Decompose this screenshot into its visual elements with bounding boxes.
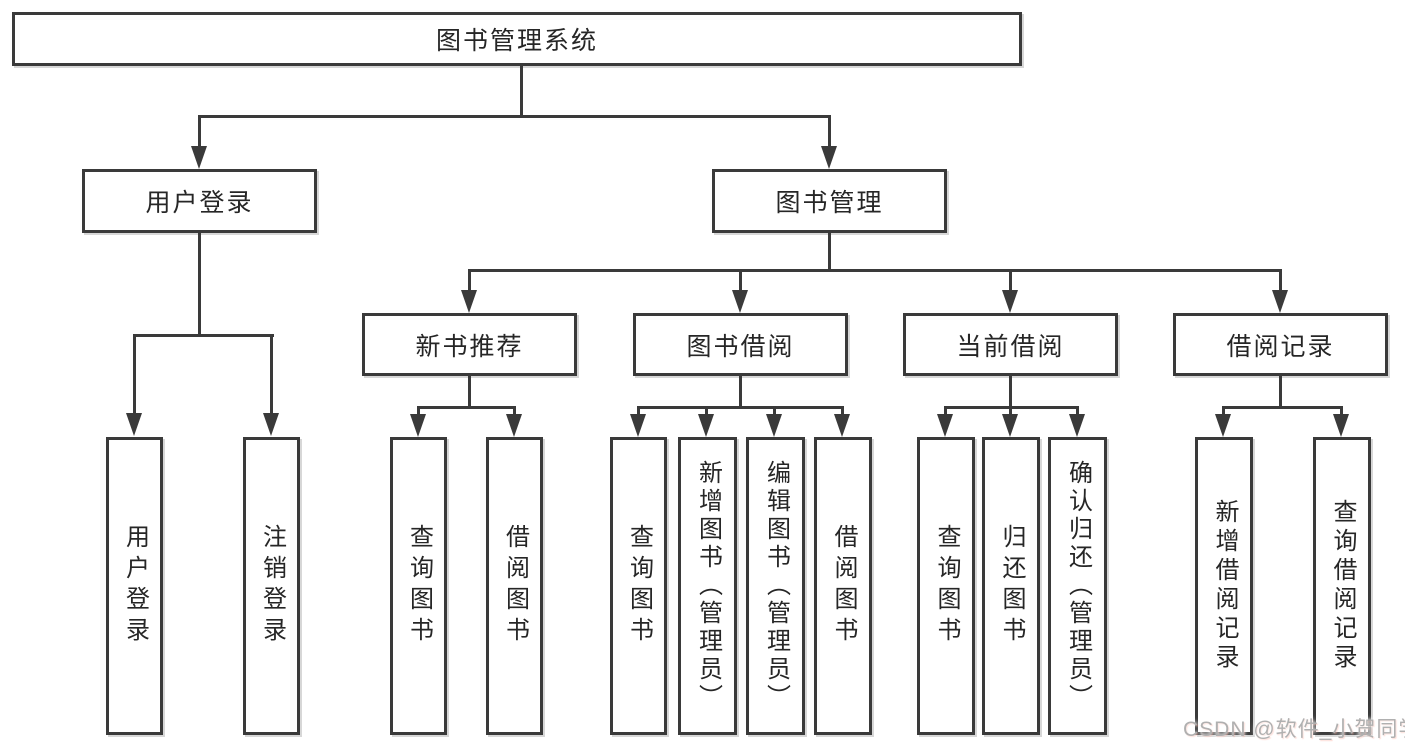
connector-drop-bb-edit xyxy=(773,406,776,416)
node-nb-borrow-books: 借阅图书 xyxy=(486,437,543,735)
connector-drop-cb-confirm xyxy=(1076,406,1079,416)
connector-new-books-stem xyxy=(468,376,471,407)
node-cb-return-books: 归还图书 xyxy=(982,437,1040,735)
node-cb-query-books-label: 查询图书 xyxy=(933,524,960,648)
node-book-mgmt: 图书管理 xyxy=(712,169,947,233)
node-nb-borrow-books-label: 借阅图书 xyxy=(501,524,529,648)
arrow-down-icon xyxy=(1215,414,1231,437)
connector-user-login-bus xyxy=(133,334,274,337)
node-br-add-record: 新增借阅记录 xyxy=(1195,437,1253,735)
node-logout-action-label: 注销登录 xyxy=(258,524,286,648)
connector-drop-bb-borrow xyxy=(841,406,844,416)
csdn-watermark: CSDN @软件_小贺同学 xyxy=(1183,718,1405,741)
node-user-login-label: 用户登录 xyxy=(145,189,254,217)
connector-drop-logout-action xyxy=(270,334,273,416)
connector-drop-nb-borrow xyxy=(513,406,516,416)
node-current-borrow: 当前借阅 xyxy=(903,313,1118,376)
connector-drop-new-books xyxy=(468,269,471,292)
arrow-down-icon xyxy=(1002,290,1018,313)
node-nb-query-books: 查询图书 xyxy=(390,437,447,735)
arrow-down-icon xyxy=(698,414,714,437)
arrow-down-icon xyxy=(263,413,279,436)
connector-drop-cb-return xyxy=(1009,406,1012,416)
connector-book-borrow-bus xyxy=(637,406,844,409)
arrow-down-icon xyxy=(1002,414,1018,437)
connector-root-trunk xyxy=(520,66,523,118)
node-br-query-record: 查询借阅记录 xyxy=(1313,437,1371,735)
connector-book-mgmt-stem xyxy=(828,233,831,272)
connector-drop-current-borrow xyxy=(1009,269,1012,292)
node-book-borrow: 图书借阅 xyxy=(633,313,848,376)
connector-drop-cb-query xyxy=(944,406,947,416)
node-book-mgmt-label: 图书管理 xyxy=(775,189,884,217)
arrow-down-icon xyxy=(1333,414,1349,437)
connector-level3-bus xyxy=(468,269,1282,272)
arrow-down-icon xyxy=(766,414,782,437)
connector-current-borrow-stem xyxy=(1009,376,1012,407)
node-bb-borrow-books-label: 借阅图书 xyxy=(830,524,857,648)
arrow-down-icon xyxy=(1069,414,1085,437)
node-bb-query-books: 查询图书 xyxy=(610,437,667,735)
node-br-query-record-label: 查询借阅记录 xyxy=(1329,499,1356,673)
node-br-add-record-label: 新增借阅记录 xyxy=(1211,499,1238,673)
connector-drop-br-query xyxy=(1340,406,1343,416)
connector-drop-bb-query xyxy=(637,406,640,416)
connector-drop-br-add xyxy=(1222,406,1225,416)
connector-new-books-bus xyxy=(417,406,516,409)
node-bb-add-books: 新增图书（管理员） xyxy=(678,437,737,735)
arrow-down-icon xyxy=(630,414,646,437)
node-root-label: 图书管理系统 xyxy=(435,27,598,55)
arrow-down-icon xyxy=(506,414,522,437)
node-user-login-action: 用户登录 xyxy=(106,437,163,735)
connector-drop-user-login-action xyxy=(133,334,136,416)
node-book-borrow-label: 图书借阅 xyxy=(686,332,795,361)
arrow-down-icon xyxy=(834,414,850,437)
node-cb-confirm-return-label: 确认归还（管理员） xyxy=(1064,460,1092,712)
node-borrow-records: 借阅记录 xyxy=(1173,313,1388,376)
node-logout-action: 注销登录 xyxy=(243,437,300,735)
connector-drop-nb-query xyxy=(417,406,420,416)
node-cb-query-books: 查询图书 xyxy=(917,437,975,735)
arrow-down-icon xyxy=(126,413,142,436)
node-bb-query-books-label: 查询图书 xyxy=(625,524,653,648)
arrow-down-icon xyxy=(937,414,953,437)
connector-drop-book-borrow xyxy=(739,269,742,292)
node-new-books-label: 新书推荐 xyxy=(415,332,524,361)
node-borrow-records-label: 借阅记录 xyxy=(1226,332,1335,361)
connector-drop-borrow-records xyxy=(1279,269,1282,292)
node-bb-edit-books: 编辑图书（管理员） xyxy=(746,437,805,735)
node-cb-return-books-label: 归还图书 xyxy=(998,524,1025,648)
connector-level2-bus xyxy=(198,115,831,118)
node-bb-borrow-books: 借阅图书 xyxy=(814,437,872,735)
node-cb-confirm-return: 确认归还（管理员） xyxy=(1048,437,1107,735)
connector-borrow-records-bus xyxy=(1222,406,1343,409)
connector-drop-user-login xyxy=(198,115,201,149)
arrow-down-icon xyxy=(821,146,837,169)
connector-drop-book-mgmt xyxy=(828,115,831,149)
arrow-down-icon xyxy=(191,146,207,169)
arrow-down-icon xyxy=(461,290,477,313)
arrow-down-icon xyxy=(732,290,748,313)
node-bb-edit-books-label: 编辑图书（管理员） xyxy=(762,460,790,712)
arrow-down-icon xyxy=(1272,290,1288,313)
connector-user-login-stem xyxy=(198,233,201,337)
arrow-down-icon xyxy=(410,414,426,437)
node-user-login: 用户登录 xyxy=(82,169,317,233)
node-bb-add-books-label: 新增图书（管理员） xyxy=(694,460,722,712)
node-user-login-action-label: 用户登录 xyxy=(121,524,149,648)
connector-drop-bb-add xyxy=(705,406,708,416)
connector-book-borrow-stem xyxy=(739,376,742,407)
connector-borrow-records-stem xyxy=(1279,376,1282,407)
node-new-books: 新书推荐 xyxy=(362,313,577,376)
node-current-borrow-label: 当前借阅 xyxy=(956,332,1065,361)
node-nb-query-books-label: 查询图书 xyxy=(405,524,433,648)
node-root: 图书管理系统 xyxy=(12,12,1022,66)
